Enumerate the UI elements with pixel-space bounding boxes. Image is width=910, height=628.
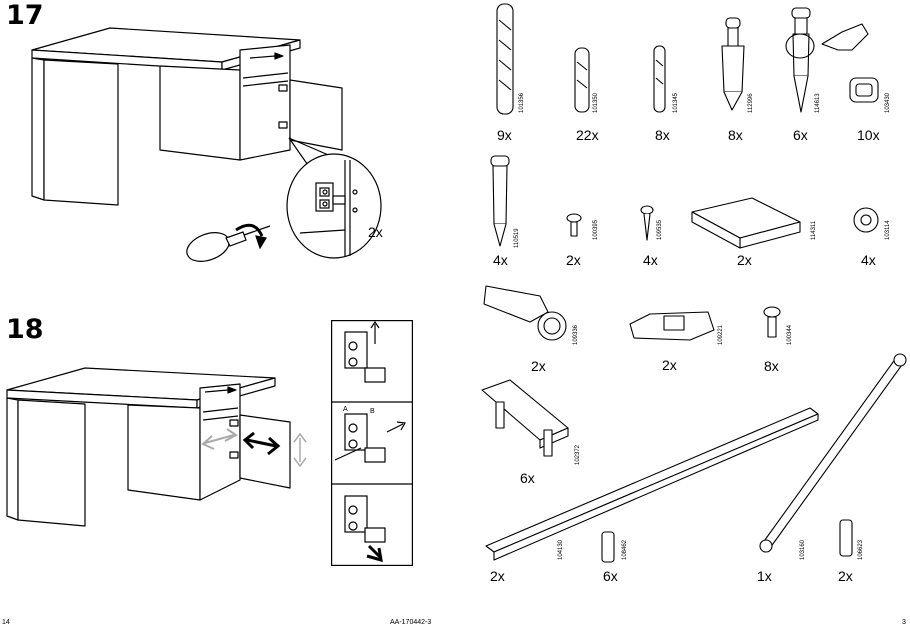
- step-17-detail-quantity: 2x: [368, 224, 383, 240]
- part-quantity: 2x: [531, 358, 546, 374]
- part-quantity: 8x: [728, 127, 743, 143]
- part-code: 108462: [622, 539, 628, 560]
- parts-illustrations: [481, 3, 907, 563]
- part-code: 101345: [673, 92, 679, 113]
- part-quantity: 2x: [662, 357, 677, 373]
- step-18-number: 18: [6, 314, 44, 345]
- part-quantity: 8x: [655, 127, 670, 143]
- part-code: 103114: [885, 220, 891, 240]
- part-quantity: 4x: [493, 252, 508, 268]
- part-code: 100395: [593, 219, 599, 240]
- part-code: 112996: [748, 93, 754, 113]
- step-17-desk-illustration: [31, 27, 382, 262]
- part-code: 103430: [885, 92, 891, 113]
- part-quantity: 9x: [497, 127, 512, 143]
- part-quantity: 4x: [861, 252, 876, 268]
- part-quantity: 2x: [566, 252, 581, 268]
- part-quantity: 22x: [576, 127, 599, 143]
- part-code: 110519: [514, 228, 520, 248]
- left-page-number: 14: [2, 619, 10, 626]
- part-quantity: 4x: [643, 252, 658, 268]
- step-18-desk-illustration: [6, 367, 307, 527]
- part-quantity: 1x: [757, 568, 772, 584]
- part-code: 106623: [858, 539, 864, 560]
- hinge-adjustment-diagram: [331, 320, 414, 567]
- hinge-label-a: A: [343, 406, 348, 413]
- part-code: 109221: [718, 324, 724, 345]
- document-code: AA-170442-3: [390, 619, 432, 626]
- step-17-number: 17: [6, 0, 44, 31]
- right-page-number: 3: [902, 619, 906, 626]
- part-quantity: 2x: [737, 252, 752, 268]
- part-code: 103160: [800, 539, 806, 560]
- part-quantity: 6x: [793, 127, 808, 143]
- part-code: 109336: [573, 324, 579, 345]
- hinge-label-b: B: [370, 408, 375, 415]
- part-code: 114311: [811, 220, 817, 240]
- part-code: 104130: [558, 539, 564, 560]
- part-quantity: 10x: [857, 127, 880, 143]
- part-quantity: 6x: [603, 568, 618, 584]
- part-code: 101356: [519, 92, 525, 113]
- part-code: 102372: [575, 444, 581, 465]
- part-code: 101350: [593, 92, 599, 113]
- part-quantity: 8x: [764, 358, 779, 374]
- part-quantity: 2x: [490, 568, 505, 584]
- part-code: 114613: [815, 93, 821, 113]
- part-quantity: 2x: [838, 568, 853, 584]
- part-code: 109535: [657, 219, 663, 240]
- part-quantity: 6x: [520, 470, 535, 486]
- part-code: 100344: [787, 324, 793, 345]
